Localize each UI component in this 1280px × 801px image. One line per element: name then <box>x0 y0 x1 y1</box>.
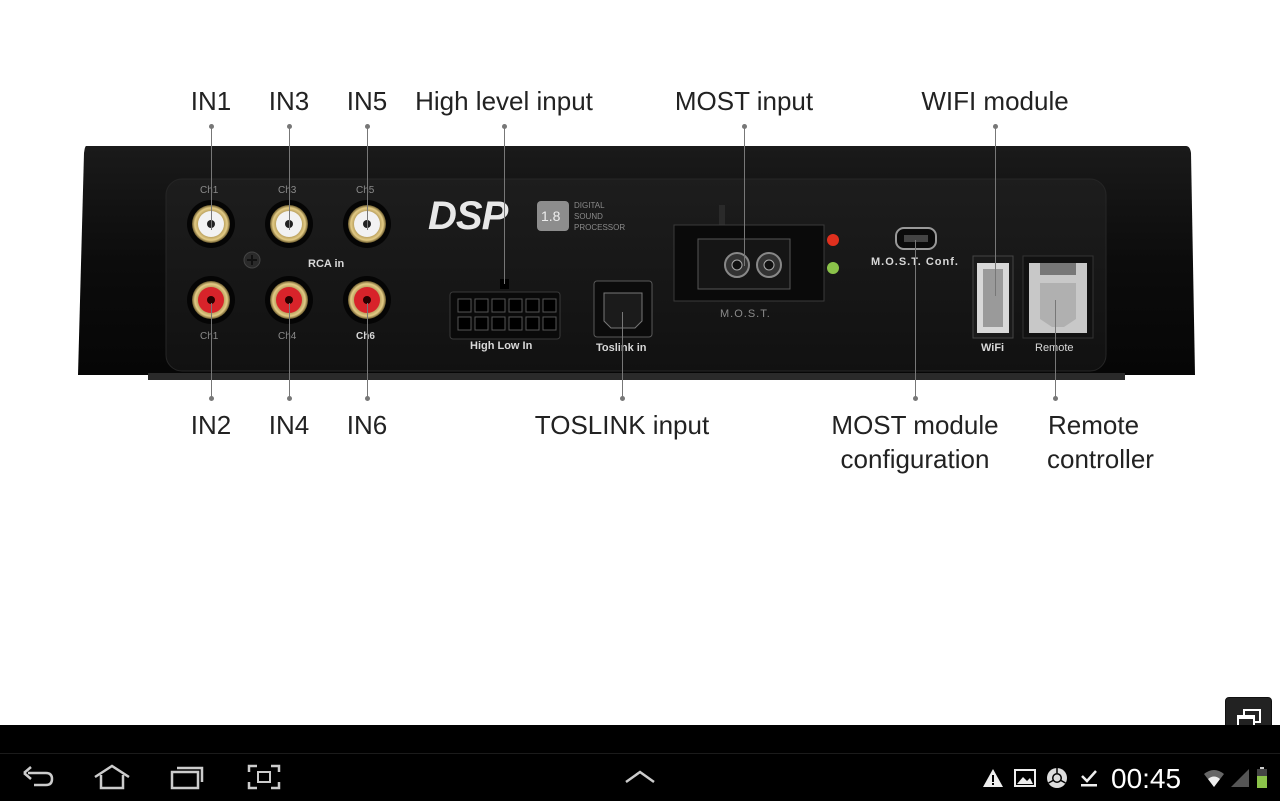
tagline-line1: DIGITAL <box>574 201 605 210</box>
silk-toslink-in: Toslink in <box>596 342 647 354</box>
led-green <box>827 262 839 274</box>
callout-in5: IN5 <box>346 86 388 116</box>
dsp-device-panel <box>78 146 1195 380</box>
leader-most-input <box>744 126 745 266</box>
silk-most: M.O.S.T. <box>720 308 771 320</box>
high-low-connector <box>449 279 561 340</box>
dsp-logo <box>537 201 569 231</box>
leader-dot <box>913 396 918 401</box>
image-viewer: IN1 IN3 IN5 High level input MOST input … <box>78 86 1195 476</box>
dsp-tagline: DIGITAL SOUND PROCESSOR <box>574 200 625 233</box>
silk-wifi: WiFi <box>981 342 1005 354</box>
leader-in3 <box>289 126 290 230</box>
toslink-port <box>593 280 653 338</box>
callout-wifi-module: WIFI module <box>921 86 1069 116</box>
callout-in6: IN6 <box>346 410 388 440</box>
silk-ch6-bottom: Ch6 <box>356 331 375 342</box>
dsp-badge: 1.8 <box>541 208 561 224</box>
callout-in3: IN3 <box>268 86 310 116</box>
leader-in5 <box>367 126 368 230</box>
system-bar-top-strip <box>0 725 1280 753</box>
signal-icon <box>1229 767 1251 789</box>
tagline-line2: SOUND <box>574 212 603 221</box>
leader-dot <box>365 124 370 129</box>
wifi-icon <box>1203 767 1225 789</box>
recent-apps-icon <box>170 766 204 790</box>
rca-jack-ch6 <box>343 276 391 324</box>
leader-dot <box>502 124 507 129</box>
download-done-icon[interactable] <box>1078 767 1100 789</box>
leader-toslink <box>622 312 623 398</box>
silk-ch3-top: Ch3 <box>278 185 297 196</box>
callout-most-config-line2: configuration <box>840 444 990 474</box>
silk-ch1-bottom: Ch1 <box>200 331 219 342</box>
warning-icon[interactable] <box>982 767 1004 789</box>
silk-ch4-bottom: Ch4 <box>278 331 297 342</box>
mini-usb-port <box>895 227 937 250</box>
clock: 00:45 <box>1111 763 1182 794</box>
silk-rca-in: RCA in <box>308 258 345 270</box>
silk-remote: Remote <box>1035 342 1074 354</box>
silk-ch5-top: Ch5 <box>356 185 375 196</box>
show-more-button[interactable] <box>618 760 662 794</box>
rca-jack-ch2 <box>187 276 235 324</box>
rca-jack-ch4 <box>265 276 313 324</box>
leader-dot <box>287 124 292 129</box>
callout-toslink-input: TOSLINK input <box>534 410 710 440</box>
recent-apps-button[interactable] <box>165 760 209 794</box>
wifi-usb-port <box>972 255 1014 339</box>
tagline-line3: PROCESSOR <box>574 223 626 232</box>
callout-most-config-line1: MOST module <box>831 410 999 440</box>
leader-dot <box>1053 396 1058 401</box>
leader-dot <box>742 124 747 129</box>
battery-icon <box>1254 767 1270 789</box>
callout-in1: IN1 <box>190 86 232 116</box>
callout-most-module-configuration: MOST module configuration <box>831 408 998 476</box>
leader-in2 <box>211 303 212 398</box>
leader-dot <box>209 396 214 401</box>
callout-high-level-input: High level input <box>415 86 593 116</box>
back-icon <box>23 766 54 787</box>
back-button[interactable] <box>16 760 60 794</box>
gallery-icon[interactable] <box>1014 767 1036 789</box>
leader-dot <box>993 124 998 129</box>
screenshot-button[interactable] <box>242 760 286 794</box>
screenshot-icon <box>247 764 281 790</box>
leader-dot <box>365 396 370 401</box>
leader-dot <box>287 396 292 401</box>
up-arrow-icon <box>625 770 655 784</box>
callout-remote-line1: Remote <box>1048 410 1140 440</box>
silk-most-conf: M.O.S.T. Conf. <box>871 256 959 268</box>
leader-in1 <box>211 126 212 230</box>
leader-high-level <box>504 126 505 284</box>
home-button[interactable] <box>90 760 134 794</box>
callout-in4: IN4 <box>268 410 310 440</box>
dsp-brand: DSP <box>428 194 508 238</box>
silk-ch1-top: Ch1 <box>200 185 219 196</box>
silk-high-low-in: High Low In <box>470 340 533 352</box>
system-navigation-bar: 00:45 <box>0 753 1280 801</box>
leader-wifi <box>995 126 996 296</box>
leader-most-config <box>915 240 916 398</box>
leader-in6 <box>367 303 368 398</box>
leader-in4 <box>289 303 290 398</box>
callout-in2: IN2 <box>190 410 232 440</box>
chrome-icon[interactable] <box>1046 767 1068 789</box>
callout-remote-line2: controller <box>1047 444 1154 474</box>
remote-rj-port <box>1022 255 1094 339</box>
callout-remote-controller: Remote controller <box>1047 408 1154 476</box>
led-red <box>827 234 839 246</box>
callout-most-input: MOST input <box>674 86 814 116</box>
leader-dot <box>209 124 214 129</box>
leader-remote <box>1055 300 1056 398</box>
home-icon <box>94 764 130 790</box>
leader-dot <box>620 396 625 401</box>
